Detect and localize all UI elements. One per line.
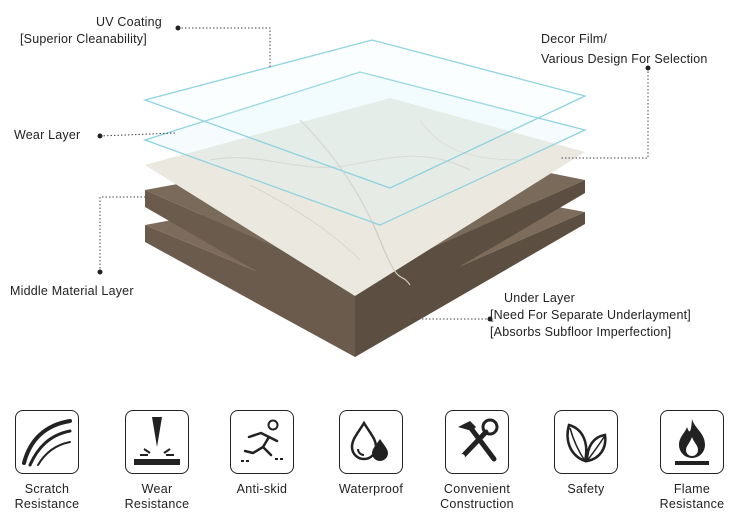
middle-layer-label: Middle Material Layer <box>10 284 134 298</box>
scratch-icon <box>15 410 79 474</box>
middle-layer-leader <box>99 196 148 272</box>
feature-label: Anti-skid <box>236 482 288 496</box>
feature-scratch-resistance: Scratch Resistance <box>0 410 97 512</box>
flame-icon <box>660 410 724 474</box>
marble-vein <box>419 119 521 161</box>
slip-icon <box>230 410 294 474</box>
uv-coating-title: UV Coating <box>96 15 162 29</box>
under-layer-title: Under Layer <box>504 291 575 305</box>
decor-film-title: Decor Film/ <box>541 32 608 46</box>
under-layer-note-1: [Need For Separate Underlayment] <box>490 308 691 322</box>
wear-layer-dot <box>97 133 103 139</box>
marble-vein <box>299 119 411 286</box>
decor-film-dot <box>645 65 651 71</box>
uv-coating-dot <box>175 25 181 31</box>
feature-label: Flame <box>673 482 711 496</box>
middle-layer-side <box>355 180 585 328</box>
wear-layer-label: Wear Layer <box>14 128 81 142</box>
under-layer-side <box>355 212 585 357</box>
marble-vein <box>209 155 471 171</box>
feature-label: Wear <box>141 482 173 496</box>
water-drop-icon <box>339 410 403 474</box>
feature-label: Waterproof <box>338 482 404 496</box>
under-layer-front <box>145 225 355 357</box>
middle-layer-front <box>145 190 355 328</box>
feature-safety: Safety <box>536 410 636 497</box>
feature-label: Scratch <box>24 482 70 496</box>
decor-film-leader <box>560 68 649 159</box>
feature-waterproof: Waterproof <box>321 410 421 497</box>
tools-icon <box>445 410 509 474</box>
decor-film-note: Various Design For Selection <box>541 52 708 66</box>
feature-label: Construction <box>440 497 514 511</box>
feature-label: Resistance <box>659 497 725 511</box>
uv-coating-leader <box>178 27 271 68</box>
uv-coating <box>142 39 587 189</box>
under-layer-note-2: [Absorbs Subfloor Imperfection] <box>490 325 672 339</box>
leaves-icon <box>554 410 618 474</box>
uv-coating-note: [Superior Cleanability] <box>20 32 147 46</box>
feature-anti-skid: Anti-skid <box>212 410 312 497</box>
uv-coating-label: UV Coating [Superior Cleanability] <box>20 14 162 48</box>
wear-layer <box>142 71 587 226</box>
feature-flame-resistance: Flame Resistance <box>642 410 742 512</box>
under-layer-dot <box>487 316 493 322</box>
feature-label: Convenient <box>443 482 511 496</box>
middle-layer-dot <box>97 269 103 275</box>
feature-convenient-construction: Convenient Construction <box>427 410 527 512</box>
under-layer-label: Under Layer [Need For Separate Underlaym… <box>490 290 691 341</box>
feature-wear-resistance: Wear Resistance <box>107 410 207 512</box>
marble-vein <box>249 184 361 261</box>
wear-icon <box>125 410 189 474</box>
feature-label: Safety <box>567 482 605 496</box>
feature-label: Resistance <box>124 497 190 511</box>
feature-label: Resistance <box>14 497 80 511</box>
decor-film-label: Decor Film/ Various Design For Selection <box>541 31 708 68</box>
